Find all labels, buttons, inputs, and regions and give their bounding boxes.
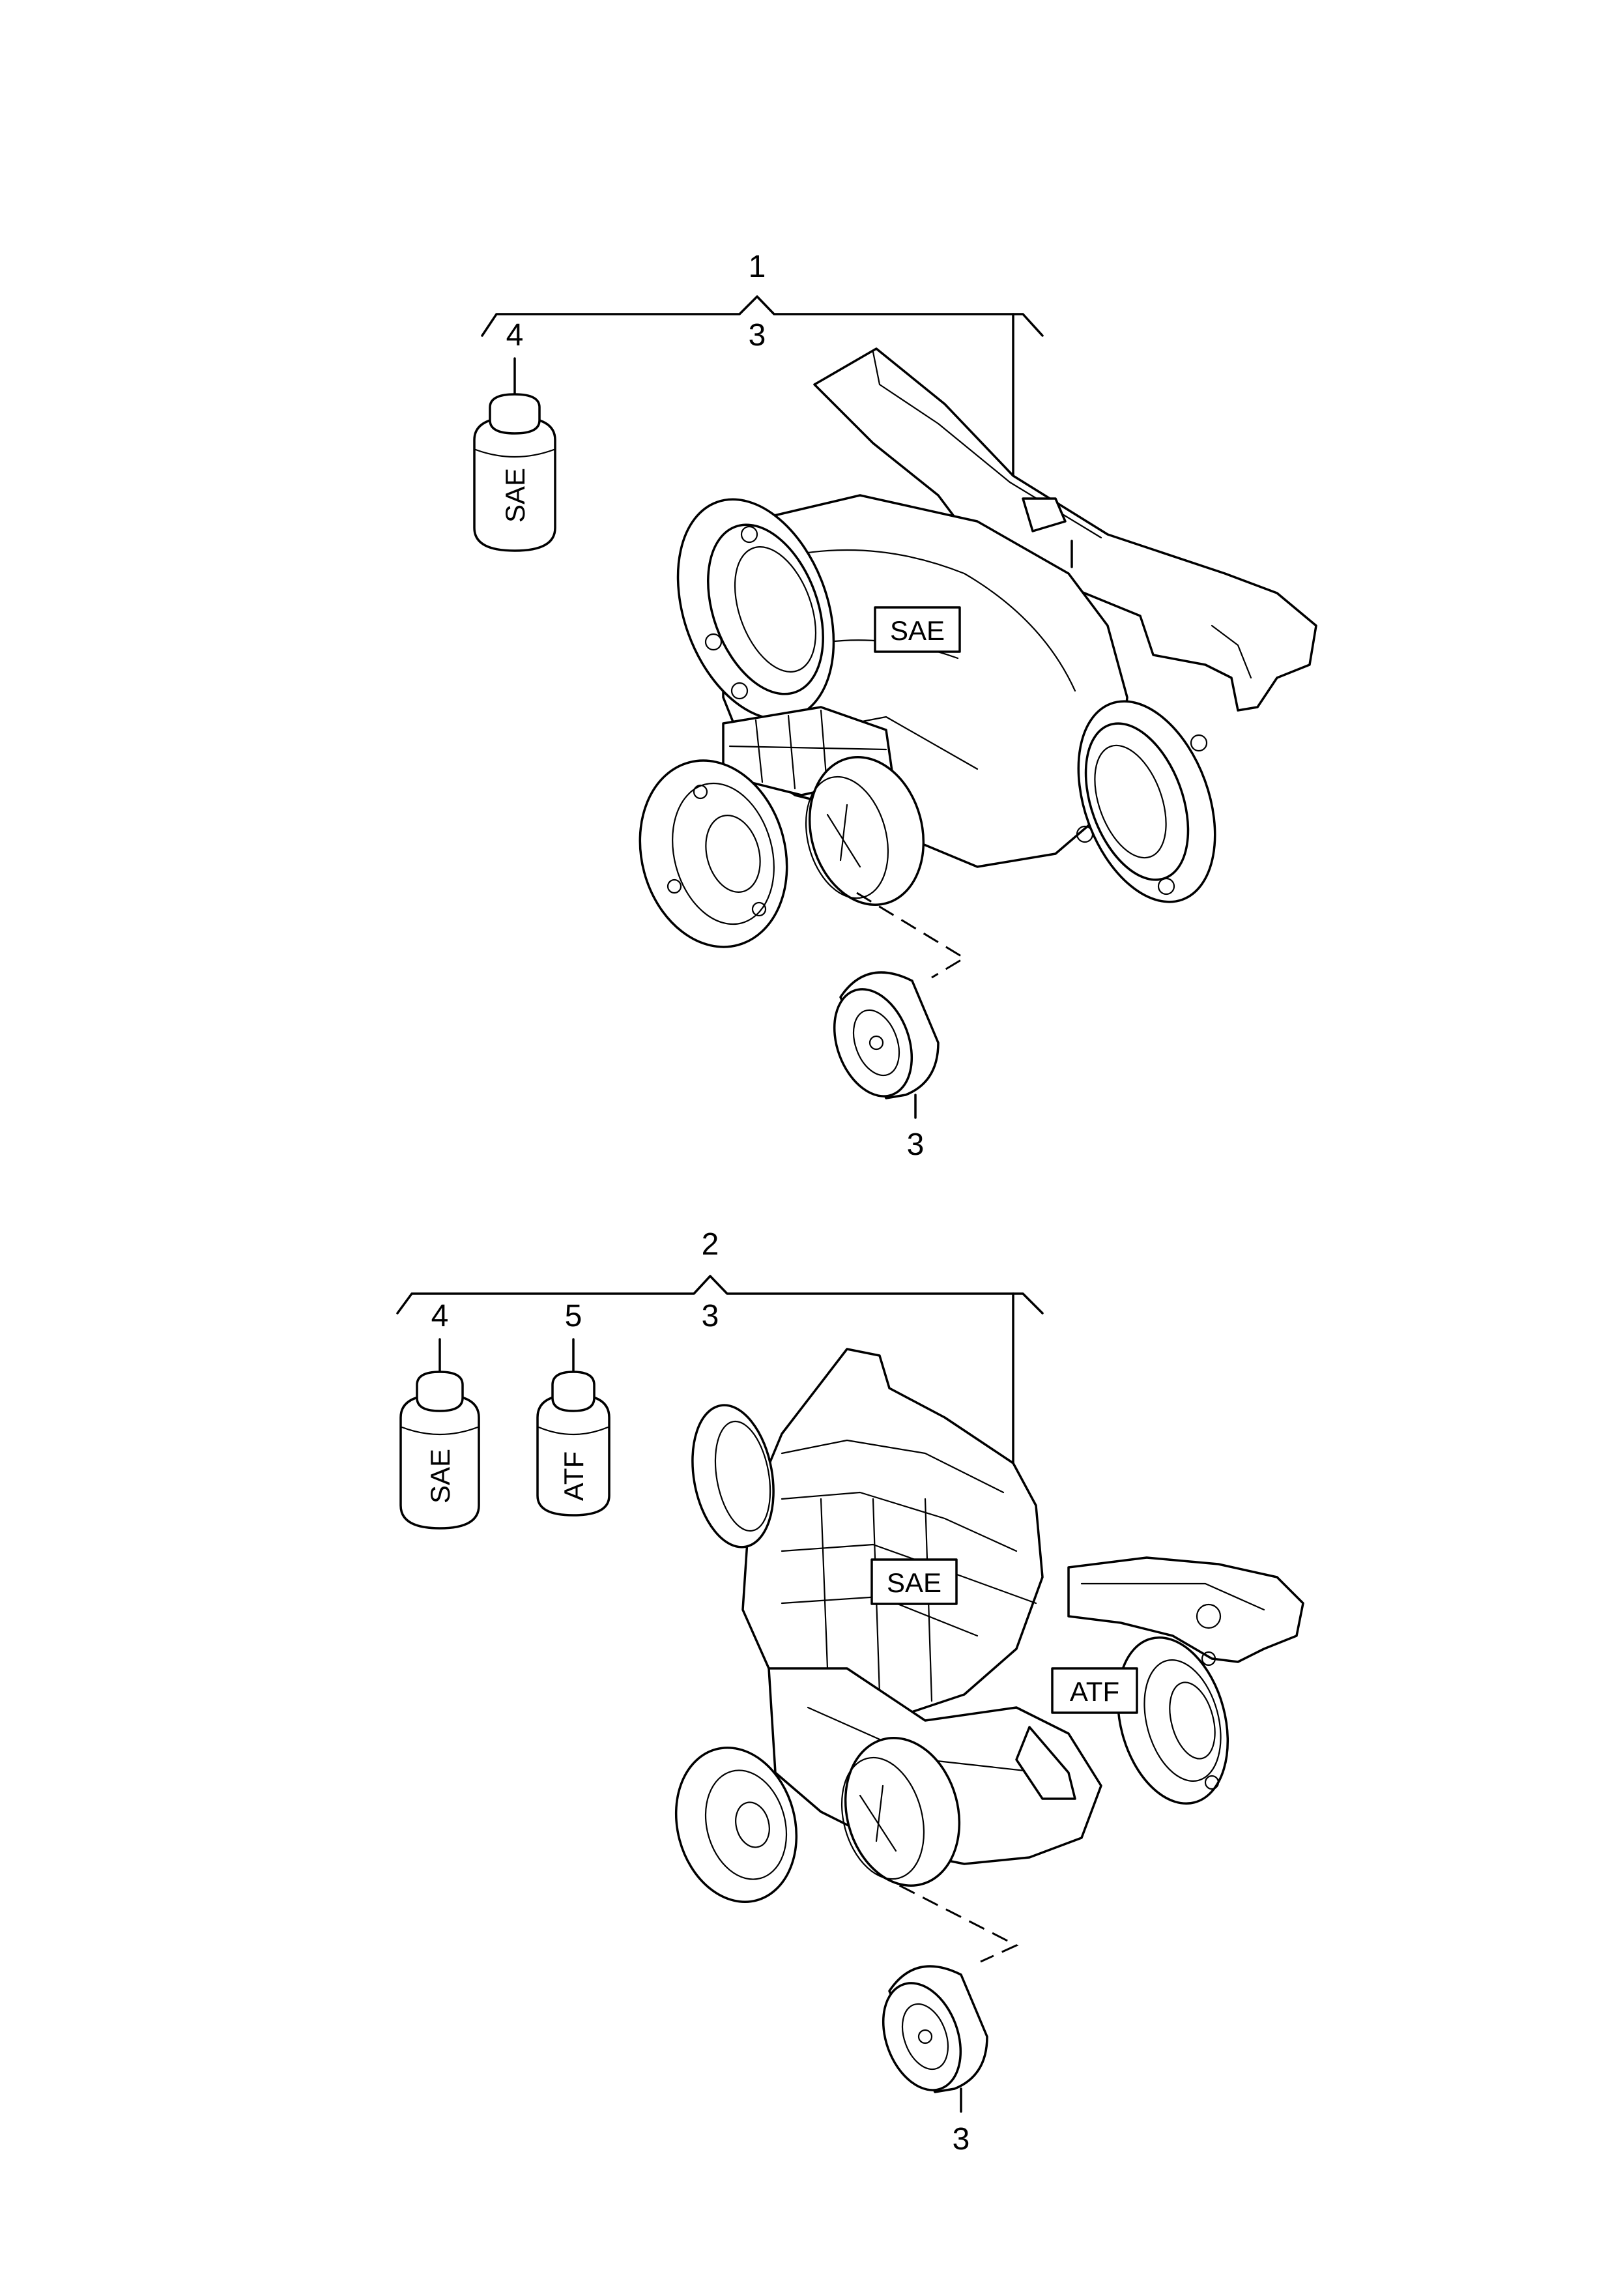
callout-2-sub-3: 3 (702, 1299, 719, 1333)
rear-differential-2: SAE ATF (674, 1348, 1304, 1903)
callout-1-sub-3: 3 (749, 318, 766, 353)
assembly-group-1: 1 3 4 SAE (473, 250, 1317, 1162)
left-output-flange-1 (676, 498, 835, 721)
bottle-label-sae: SAE (500, 468, 530, 523)
oil-bottle-atf: 5 ATF (536, 1299, 610, 1517)
callout-2: 2 (702, 1227, 719, 1262)
bottle-label-atf: ATF (558, 1451, 589, 1501)
rear-differential-1: SAE (639, 347, 1317, 948)
callout-4-2: 4 (431, 1299, 449, 1333)
unit-label-sae-2: SAE (887, 1567, 941, 1598)
unit-label-atf: ATF (1070, 1676, 1119, 1707)
unit-label-box-atf (1051, 1667, 1138, 1714)
oil-bottle-sae-2: 4 SAE (399, 1299, 480, 1530)
unit-label-box-sae-1 (874, 606, 961, 653)
input-flange-2 (674, 1747, 798, 1903)
oil-bottle-sae: 4 SAE (473, 318, 556, 552)
callout-1: 1 (749, 250, 766, 284)
callout-5: 5 (565, 1299, 582, 1333)
assembly-group-2: 2 3 4 SAE 5 ATF (396, 1227, 1304, 2157)
right-output-flange-1 (1076, 700, 1216, 903)
mount-bushing-1: 3 (833, 971, 940, 1162)
callout-4: 4 (506, 318, 524, 353)
brace-2 (396, 1275, 1044, 1464)
unit-label-sae-1: SAE (890, 615, 945, 646)
mount-bushing-installed-1 (805, 756, 925, 906)
callout-3-bushing-1: 3 (907, 1127, 925, 1162)
unit-label-box-sae-2 (870, 1558, 958, 1605)
callout-3-bushing-2: 3 (953, 2122, 970, 2157)
input-flange-1 (639, 759, 788, 948)
bottle-label-sae-2: SAE (425, 1449, 455, 1504)
mount-bushing-2: 3 (882, 1965, 988, 2157)
right-output-flange-2 (1116, 1636, 1229, 1805)
mount-bushing-installed-2 (840, 1737, 961, 1887)
brace-1 (481, 295, 1044, 477)
